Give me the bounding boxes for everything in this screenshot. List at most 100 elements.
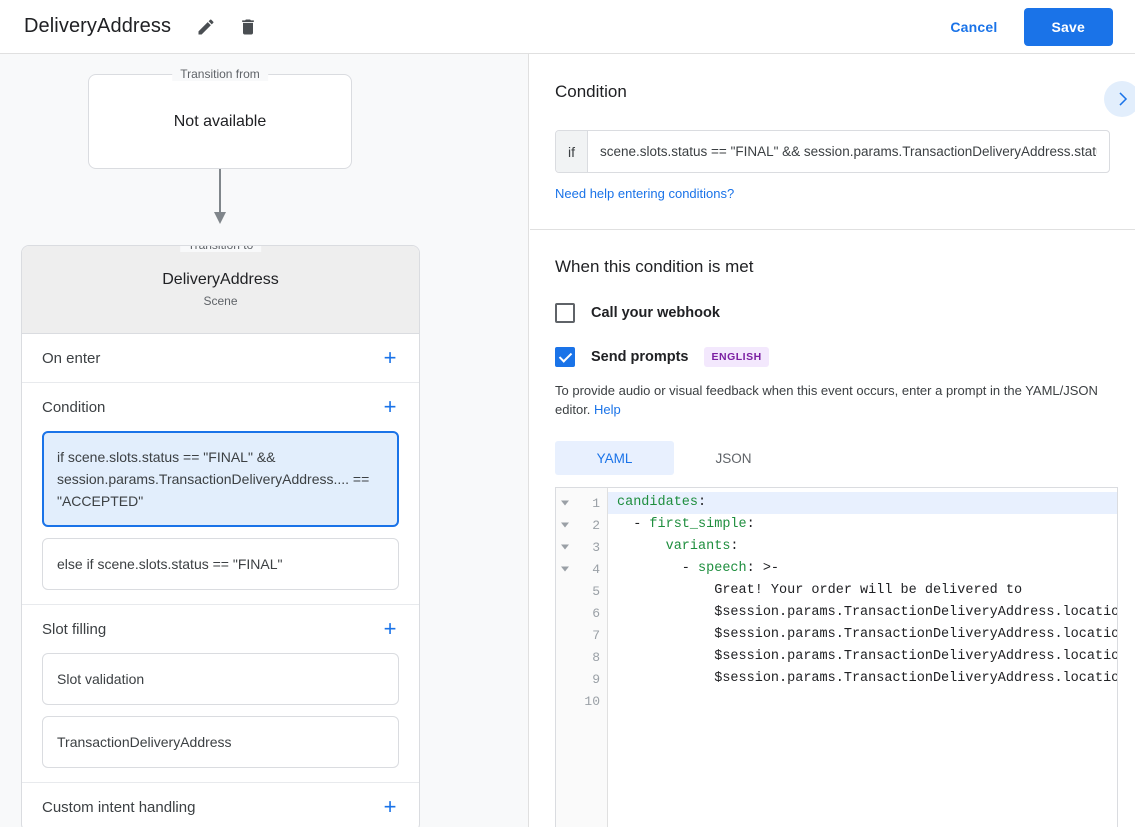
- transition-to-card: Transition to DeliveryAddress Scene On e…: [21, 245, 420, 827]
- condition-heading: Condition: [555, 82, 627, 101]
- trash-icon: [242, 19, 254, 34]
- fold-triangle-icon[interactable]: [561, 544, 569, 550]
- line-number: 8: [556, 646, 607, 668]
- code-indent: -: [617, 517, 650, 532]
- condition-section: Condition if Need help entering conditio…: [530, 54, 1135, 230]
- add-item-button[interactable]: +: [383, 394, 397, 419]
- save-button[interactable]: Save: [1023, 7, 1113, 46]
- code-text: $session.params.TransactionDeliveryAddre…: [714, 649, 1117, 664]
- code-rest: :: [746, 517, 755, 532]
- condition-item-selected[interactable]: if scene.slots.status == "FINAL" && sess…: [42, 431, 399, 527]
- code-line[interactable]: $session.params.TransactionDeliveryAddre…: [608, 668, 1117, 690]
- line-number-text: 3: [592, 539, 600, 555]
- section-header: Custom intent handling +: [22, 783, 419, 827]
- condition-detail-panel: Condition if Need help entering conditio…: [530, 54, 1135, 827]
- section-title: Custom intent handling: [42, 798, 196, 816]
- list-item[interactable]: TransactionDeliveryAddress: [42, 716, 399, 768]
- next-condition-button[interactable]: [1104, 81, 1135, 117]
- transition-graph-panel: Transition from Not available Transition…: [0, 54, 529, 827]
- delete-button[interactable]: [231, 10, 265, 44]
- line-number-text: 10: [584, 693, 600, 709]
- fold-triangle-icon[interactable]: [561, 566, 569, 572]
- webhook-row[interactable]: Call your webhook: [555, 303, 1110, 323]
- code-line[interactable]: - first_simple:: [608, 514, 1117, 536]
- condition-input[interactable]: [588, 131, 1109, 172]
- language-badge: ENGLISH: [704, 347, 769, 367]
- code-line[interactable]: candidates:: [608, 492, 1117, 514]
- condition-help-link[interactable]: Need help entering conditions?: [555, 186, 735, 201]
- scene-section: Condition+if scene.slots.status == "FINA…: [22, 383, 419, 605]
- code-key: first_simple: [649, 517, 747, 532]
- transition-from-legend: Transition from: [172, 67, 268, 81]
- section-title: On enter: [42, 349, 101, 367]
- page-title: DeliveryAddress: [24, 15, 172, 37]
- prompts-help-link[interactable]: Help: [594, 402, 621, 417]
- add-item-button[interactable]: +: [383, 345, 397, 370]
- code-line[interactable]: [608, 690, 1117, 712]
- code-key: variants: [665, 539, 731, 554]
- code-text: $session.params.TransactionDeliveryAddre…: [714, 605, 1117, 620]
- section-items: if scene.slots.status == "FINAL" && sess…: [22, 431, 419, 604]
- code-line[interactable]: - speech: >-: [608, 558, 1117, 580]
- fold-triangle-icon[interactable]: [561, 522, 569, 528]
- condition-if-label: if: [556, 131, 588, 172]
- send-prompts-row[interactable]: Send prompts ENGLISH: [555, 347, 1110, 367]
- fold-triangle-icon[interactable]: [561, 500, 569, 506]
- line-number-text: 9: [592, 671, 600, 687]
- line-number-text: 5: [592, 583, 600, 599]
- list-item[interactable]: else if scene.slots.status == "FINAL": [42, 538, 399, 590]
- list-item[interactable]: Slot validation: [42, 653, 399, 705]
- transition-to-legend: Transition to: [179, 246, 262, 252]
- line-number: 4: [556, 558, 607, 580]
- transition-to-header: Transition to DeliveryAddress Scene: [22, 246, 419, 334]
- code-line[interactable]: Great! Your order will be delivered to: [608, 580, 1117, 602]
- code-text: $session.params.TransactionDeliveryAddre…: [714, 671, 1117, 686]
- code-line[interactable]: $session.params.TransactionDeliveryAddre…: [608, 646, 1117, 668]
- line-number: 6: [556, 602, 607, 624]
- app-header: DeliveryAddress Cancel Save: [0, 0, 1135, 54]
- prompts-hint: To provide audio or visual feedback when…: [555, 381, 1110, 419]
- transition-to-subtitle: Scene: [203, 294, 238, 308]
- scene-section: Custom intent handling +: [22, 783, 419, 827]
- transition-from-box: Transition from Not available: [88, 67, 352, 169]
- line-number: 10: [556, 690, 607, 712]
- code-line[interactable]: variants:: [608, 536, 1117, 558]
- cancel-button[interactable]: Cancel: [936, 10, 1011, 44]
- transition-from-value: Not available: [173, 112, 267, 130]
- prompts-hint-text: To provide audio or visual feedback when…: [555, 383, 1098, 417]
- line-number-text: 7: [592, 627, 600, 643]
- section-header: On enter +: [22, 334, 419, 382]
- code-indent: -: [617, 561, 699, 576]
- send-prompts-label: Send prompts: [591, 349, 689, 365]
- section-title: Slot filling: [42, 620, 107, 638]
- line-number: 5: [556, 580, 607, 602]
- add-item-button[interactable]: +: [383, 616, 397, 641]
- section-header: Slot filling +: [22, 605, 419, 653]
- tab-yaml[interactable]: YAML: [555, 441, 674, 475]
- tab-json[interactable]: JSON: [715, 450, 752, 466]
- edit-title-button[interactable]: [189, 10, 223, 44]
- call-webhook-checkbox[interactable]: [555, 303, 575, 323]
- editor-code-area[interactable]: candidates: - first_simple: variants: - …: [608, 488, 1117, 827]
- transition-to-name: DeliveryAddress: [162, 271, 279, 288]
- line-number: 1: [556, 492, 607, 514]
- code-rest: :: [698, 495, 707, 510]
- code-rest: :: [730, 539, 739, 554]
- pencil-icon: [198, 18, 214, 34]
- code-text: Great! Your order will be delivered to: [617, 583, 1023, 598]
- code-rest: : >-: [746, 561, 780, 576]
- line-number: 9: [556, 668, 607, 690]
- code-key: speech: [698, 561, 747, 576]
- send-prompts-checkbox[interactable]: [555, 347, 575, 367]
- code-line[interactable]: $session.params.TransactionDeliveryAddre…: [608, 624, 1117, 646]
- editor-format-tabs: YAML JSON: [555, 441, 1110, 475]
- scene-section: On enter +: [22, 334, 419, 383]
- code-indent: [617, 539, 666, 554]
- add-item-button[interactable]: +: [383, 794, 397, 819]
- code-line[interactable]: $session.params.TransactionDeliveryAddre…: [608, 602, 1117, 624]
- when-condition-met-section: When this condition is met Call your web…: [530, 230, 1135, 827]
